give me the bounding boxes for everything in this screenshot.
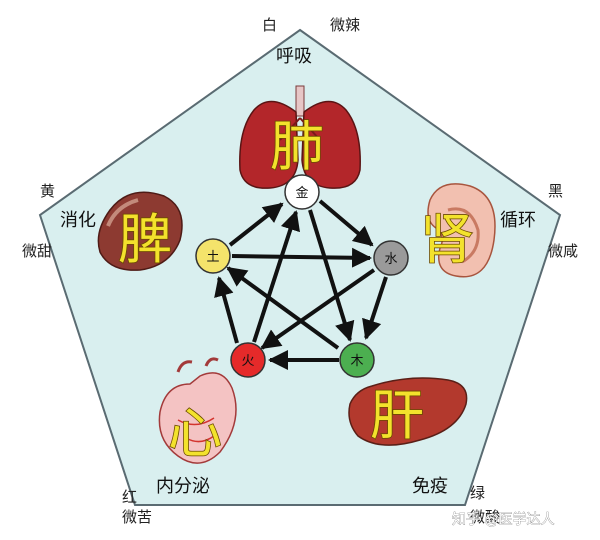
arrow-earth-to-metal	[228, 202, 284, 247]
vertex-right-color: 黑	[548, 182, 563, 200]
kidney-icon	[427, 183, 496, 278]
vertex-right-function: 循环	[500, 210, 536, 231]
vertex-right-taste: 微咸	[548, 242, 578, 260]
organ-label-liver: 肝	[370, 384, 424, 447]
arrow-water-to-wood	[362, 276, 388, 340]
element-metal: 金	[284, 174, 320, 210]
arrow-wood-to-earth	[226, 266, 340, 350]
vertex-left-taste: 微甜	[22, 242, 52, 260]
element-earth-label: 土	[206, 250, 219, 265]
element-metal-label: 金	[295, 185, 308, 201]
vertex-bottom-left-taste: 微苦	[122, 508, 152, 526]
organ-label-spleen: 脾	[118, 208, 172, 271]
element-water-label: 水	[384, 252, 397, 267]
liver-icon	[348, 377, 468, 446]
vertex-top-function: 呼吸	[276, 46, 312, 67]
arrow-metal-to-wood	[308, 209, 355, 342]
organ-label-heart: 心	[168, 402, 222, 465]
vertex-left-color: 黄	[40, 182, 55, 200]
heart-icon	[158, 357, 237, 464]
watermark: 知乎 @医学达人	[452, 511, 554, 528]
organ-label-kidney: 肾	[420, 208, 474, 271]
element-water: 水	[373, 240, 409, 276]
vertex-bottom-left-function: 内分泌	[156, 476, 210, 497]
vertex-top-taste: 微辣	[330, 16, 360, 34]
arrow-fire-to-metal	[252, 210, 300, 343]
vertex-bottom-left-color: 红	[122, 488, 137, 506]
generating-cycle-arrows	[214, 199, 388, 370]
organ-label-lung: 肺	[270, 115, 324, 178]
element-wood-label: 木	[350, 354, 363, 369]
spleen-icon	[97, 191, 183, 271]
vertex-left-function: 消化	[60, 210, 96, 231]
arrow-fire-to-earth	[214, 276, 239, 344]
element-fire-label: 火	[241, 354, 254, 369]
arrow-earth-to-water	[231, 247, 372, 268]
vertex-top-color: 白	[262, 16, 277, 34]
arrow-metal-to-water	[318, 199, 374, 247]
element-earth: 土	[195, 238, 231, 274]
arrow-water-to-fire	[260, 268, 376, 350]
element-wood: 木	[339, 342, 375, 378]
vertex-bottom-right-function: 免疫	[412, 476, 448, 497]
element-fire: 火	[230, 342, 266, 378]
vertex-bottom-right-taste: 微酸	[470, 508, 500, 526]
vertex-bottom-right-color: 绿	[470, 484, 485, 502]
controlling-cycle-arrows	[226, 209, 376, 350]
